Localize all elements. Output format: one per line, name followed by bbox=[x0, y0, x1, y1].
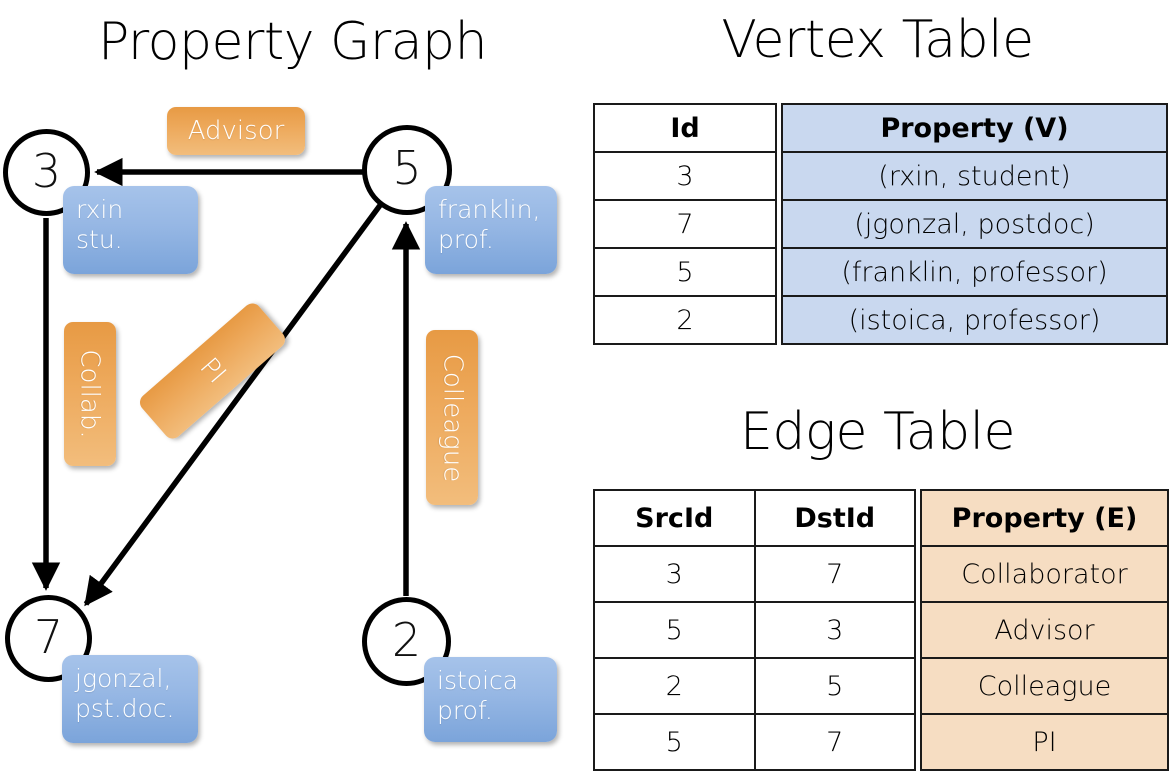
vertex-table-cell-property: (rxin, student) bbox=[781, 151, 1168, 201]
page-title-property-graph: Property Graph bbox=[97, 12, 488, 72]
vertex-property-box-franklin[interactable]: franklin, prof. bbox=[425, 186, 557, 274]
edge-table-header-dstid: DstId bbox=[753, 489, 916, 547]
edge-label-advisor[interactable]: Advisor bbox=[167, 107, 305, 155]
vertex-property-box-franklin-line1: franklin, bbox=[438, 195, 541, 224]
edge-label-colleague-text: Colleague bbox=[437, 353, 468, 482]
vertex-table-cell-property: (franklin, professor) bbox=[781, 247, 1168, 297]
vertex-property-box-rxin-line1: rxin bbox=[76, 195, 124, 224]
table-row[interactable]: 2 5 bbox=[593, 657, 916, 715]
edge-table-src-dst-columns: SrcId DstId 3 7 5 3 2 5 5 7 bbox=[593, 489, 916, 771]
table-row[interactable]: 2 bbox=[593, 295, 777, 345]
vertex-property-box-istoica-line1: istoica bbox=[437, 666, 519, 695]
table-row[interactable]: 3 bbox=[593, 151, 777, 201]
edge-label-pi-text: PI bbox=[193, 352, 232, 390]
graph-node-7-label: 7 bbox=[33, 609, 64, 664]
graph-node-5[interactable]: 5 bbox=[362, 125, 452, 215]
edge-table-cell-property: Advisor bbox=[920, 601, 1169, 659]
vertex-table-cell-id: 2 bbox=[593, 295, 777, 345]
graph-edges bbox=[31, 157, 421, 607]
table-row[interactable]: Collaborator bbox=[920, 545, 1169, 603]
edge-table-cell-dstid: 3 bbox=[753, 601, 916, 659]
vertex-property-box-jgonzal-line1: jgonzal, bbox=[75, 664, 172, 693]
edge-5-to-7 bbox=[83, 202, 384, 607]
page-title-vertex-table: Vertex Table bbox=[721, 10, 1034, 70]
edge-table-cell-property: Colleague bbox=[920, 657, 1169, 715]
edge-table-property-column: Property (E) Collaborator Advisor Collea… bbox=[920, 489, 1169, 771]
edge-table-cell-srcid: 2 bbox=[593, 657, 756, 715]
vertex-table-cell-property: (jgonzal, postdoc) bbox=[781, 199, 1168, 249]
edge-table-cell-property: PI bbox=[920, 713, 1169, 771]
table-row[interactable]: 3 7 bbox=[593, 545, 916, 603]
edge-table-cell-srcid: 3 bbox=[593, 545, 756, 603]
table-row[interactable]: 7 bbox=[593, 199, 777, 249]
vertex-table-header-id: Id bbox=[593, 103, 777, 153]
vertex-table-header-property: Property (V) bbox=[781, 103, 1168, 153]
edge-table-cell-dstid: 7 bbox=[753, 713, 916, 771]
page-title-edge-table: Edge Table bbox=[739, 402, 1016, 462]
vertex-property-box-rxin[interactable]: rxin stu. bbox=[63, 186, 198, 274]
table-row[interactable]: (franklin, professor) bbox=[781, 247, 1168, 297]
table-row[interactable]: Advisor bbox=[920, 601, 1169, 659]
graph-node-2-label: 2 bbox=[391, 612, 422, 667]
vertex-property-box-rxin-line2: stu. bbox=[76, 224, 123, 254]
vertex-table-cell-id: 3 bbox=[593, 151, 777, 201]
vertex-property-box-istoica-line2: prof. bbox=[437, 695, 493, 725]
edge-table-cell-srcid: 5 bbox=[593, 601, 756, 659]
table-header-row: Id bbox=[593, 103, 777, 153]
vertex-table-cell-id: 7 bbox=[593, 199, 777, 249]
table-row[interactable]: PI bbox=[920, 713, 1169, 771]
edge-label-advisor-text: Advisor bbox=[187, 116, 285, 146]
table-header-row: Property (E) bbox=[920, 489, 1169, 547]
vertex-table-id-column: Id 3 7 5 2 bbox=[593, 103, 777, 345]
table-row[interactable]: (rxin, student) bbox=[781, 151, 1168, 201]
graph-node-3-label: 3 bbox=[31, 143, 62, 198]
edge-table-header-property: Property (E) bbox=[920, 489, 1169, 547]
table-row[interactable]: Colleague bbox=[920, 657, 1169, 715]
table-row[interactable]: 5 bbox=[593, 247, 777, 297]
edge-label-colleague[interactable]: Colleague bbox=[426, 330, 478, 505]
edge-table-header-srcid: SrcId bbox=[593, 489, 756, 547]
edge-label-collab[interactable]: Collab. bbox=[64, 322, 116, 466]
vertex-table-cell-property: (istoica, professor) bbox=[781, 295, 1168, 345]
edge-table-cell-srcid: 5 bbox=[593, 713, 756, 771]
table-header-row: Property (V) bbox=[781, 103, 1168, 153]
vertex-property-box-jgonzal-line2: pst.doc. bbox=[75, 693, 175, 723]
table-row[interactable]: (jgonzal, postdoc) bbox=[781, 199, 1168, 249]
vertex-property-box-istoica[interactable]: istoica prof. bbox=[424, 657, 557, 742]
table-row[interactable]: (istoica, professor) bbox=[781, 295, 1168, 345]
edge-table-cell-property: Collaborator bbox=[920, 545, 1169, 603]
graph-node-5-label: 5 bbox=[392, 141, 422, 195]
graph-node-2[interactable]: 2 bbox=[362, 597, 451, 686]
vertex-property-box-jgonzal[interactable]: jgonzal, pst.doc. bbox=[62, 655, 198, 743]
table-row[interactable]: 5 3 bbox=[593, 601, 916, 659]
edge-table-cell-dstid: 5 bbox=[753, 657, 916, 715]
table-row[interactable]: 5 7 bbox=[593, 713, 916, 771]
vertex-property-box-franklin-line2: prof. bbox=[438, 224, 494, 254]
edge-label-collab-text: Collab. bbox=[75, 349, 105, 439]
edge-table-cell-dstid: 7 bbox=[753, 545, 916, 603]
vertex-table-cell-id: 5 bbox=[593, 247, 777, 297]
table-header-row: SrcId DstId bbox=[593, 489, 916, 547]
vertex-table-property-column: Property (V) (rxin, student) (jgonzal, p… bbox=[781, 103, 1168, 345]
